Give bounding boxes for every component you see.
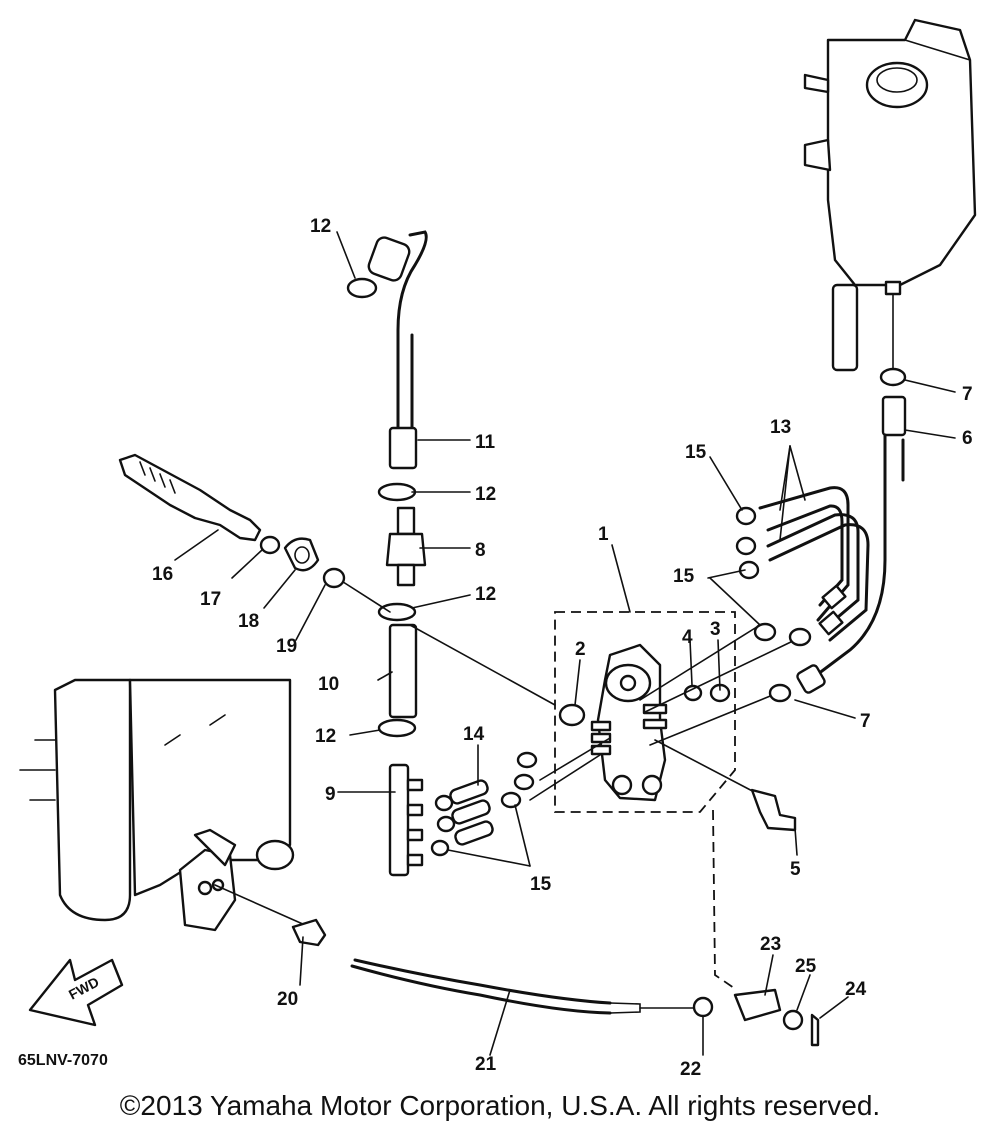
callout-3: 3 xyxy=(710,619,721,640)
hose-11 xyxy=(367,230,428,470)
clamp-7-lower xyxy=(768,683,792,703)
engine-block xyxy=(19,678,295,932)
callout-6: 6 xyxy=(962,428,973,449)
leader-10-to-pump xyxy=(409,624,556,706)
callout-5: 5 xyxy=(790,859,801,880)
driven-gear-16 xyxy=(118,453,262,542)
callout-4: 4 xyxy=(682,627,693,648)
callout-2: 2 xyxy=(575,639,586,660)
bushing-18 xyxy=(283,537,320,572)
callout-7-upper: 7 xyxy=(962,384,973,405)
clamps-15-upper xyxy=(735,506,760,580)
callout-15-top: 15 xyxy=(685,442,707,463)
callout-17: 17 xyxy=(200,589,221,610)
washer-17 xyxy=(259,535,281,555)
copyright-notice: ©2013 Yamaha Motor Corporation, U.S.A. A… xyxy=(119,1090,881,1121)
callout-18: 18 xyxy=(238,611,259,632)
clamp-12-c xyxy=(377,718,417,738)
callout-12-a: 12 xyxy=(475,484,496,505)
callout-11: 11 xyxy=(475,432,496,453)
callout-15-mid: 15 xyxy=(673,566,695,587)
callout-8: 8 xyxy=(475,540,486,561)
callout-10: 10 xyxy=(318,674,339,695)
callout-labels: 1 2 3 4 5 6 7 7 8 9 10 11 12 12 12 12 13… xyxy=(152,216,973,1080)
callout-12-c: 12 xyxy=(315,726,336,747)
hoses-14 xyxy=(449,779,494,846)
joint-9 xyxy=(388,763,424,877)
callout-15-bottom: 15 xyxy=(530,874,552,895)
check-valve-8 xyxy=(385,506,427,587)
callout-14: 14 xyxy=(463,724,485,745)
callout-12-b: 12 xyxy=(475,584,496,605)
callout-22: 22 xyxy=(680,1059,701,1080)
callout-20: 20 xyxy=(277,989,298,1010)
callout-16: 16 xyxy=(152,564,173,585)
clamp-12-b xyxy=(377,602,417,622)
leader-19 xyxy=(339,579,391,613)
callout-23: 23 xyxy=(760,934,781,955)
clamps-15-joint xyxy=(430,794,456,857)
delivery-hoses-13 xyxy=(758,486,870,642)
bolt-5 xyxy=(654,739,797,832)
oil-pump xyxy=(590,643,668,802)
callout-7-lower: 7 xyxy=(860,711,871,732)
oil-pump-assembly-box xyxy=(554,611,736,813)
clamp-12-top xyxy=(346,277,378,299)
callout-9: 9 xyxy=(325,784,336,805)
callout-19: 19 xyxy=(276,636,297,657)
oring-2 xyxy=(558,703,586,727)
callout-12-top: 12 xyxy=(310,216,331,237)
clamp-7-upper xyxy=(879,367,907,387)
callout-25: 25 xyxy=(795,956,817,977)
callout-21: 21 xyxy=(475,1054,497,1075)
callout-24: 24 xyxy=(845,979,867,1000)
oring-19 xyxy=(322,567,346,589)
drawing-code: 65LNV-7070 xyxy=(18,1052,108,1069)
hose-10 xyxy=(388,623,418,719)
callout-1: 1 xyxy=(598,524,609,545)
leader-lines xyxy=(174,231,956,1056)
fwd-arrow-icon: FWD xyxy=(28,958,124,1027)
callout-13: 13 xyxy=(770,417,791,438)
oil-tank xyxy=(803,18,977,372)
hose-6 xyxy=(796,395,907,694)
clamp-12-a xyxy=(377,482,417,502)
link-rod-21 xyxy=(214,809,820,1047)
clamps-15-pump xyxy=(500,622,812,809)
